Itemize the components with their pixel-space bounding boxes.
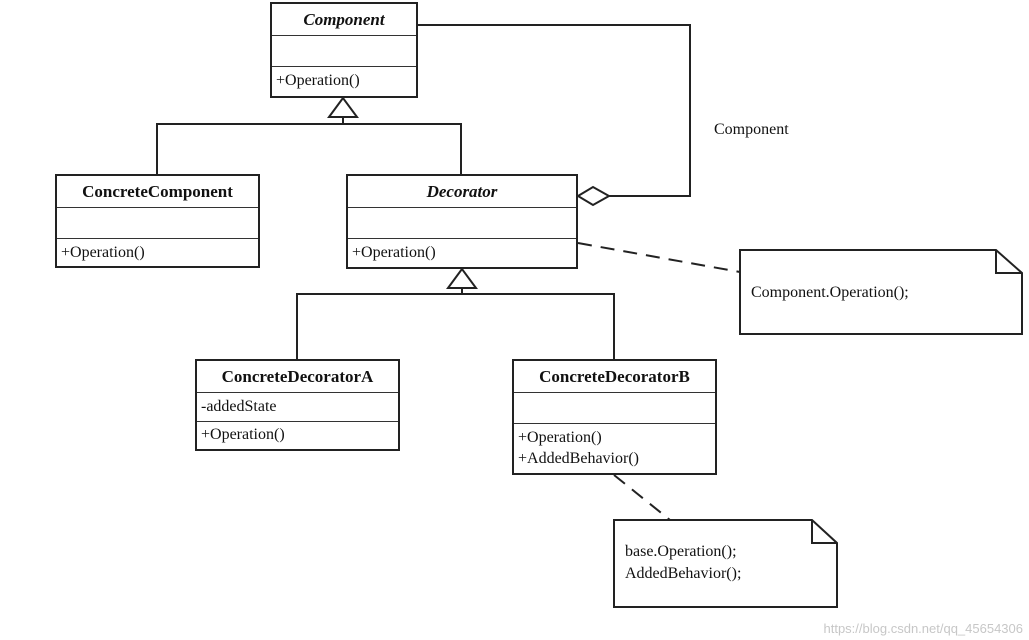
inheritance-line-decorator	[296, 293, 615, 359]
attributes-compartment	[272, 36, 416, 67]
inheritance-line-component	[156, 123, 462, 174]
class-concrete-decorator-a: ConcreteDecoratorA -addedState +Operatio…	[195, 359, 400, 451]
attribute: -addedState	[201, 398, 277, 415]
operations-compartment: +Operation() +AddedBehavior()	[514, 424, 715, 469]
class-component: Component +Operation()	[270, 2, 418, 98]
attributes-compartment	[514, 393, 715, 424]
class-name: Component	[272, 4, 416, 36]
operations-compartment: +Operation()	[57, 239, 258, 263]
operation: +Operation()	[276, 72, 360, 89]
note-anchor-decorator-b	[613, 474, 671, 521]
note-decorator	[739, 249, 1023, 335]
class-concrete-component: ConcreteComponent +Operation()	[55, 174, 260, 268]
operation: +Operation()	[201, 426, 285, 443]
class-decorator: Decorator +Operation()	[346, 174, 578, 269]
association-label: Component	[714, 121, 789, 138]
note-line: AddedBehavior();	[625, 565, 742, 582]
class-name: ConcreteComponent	[57, 176, 258, 208]
operations-compartment: +Operation()	[272, 67, 416, 91]
operations-compartment: +Operation()	[348, 239, 576, 263]
operation: +Operation()	[61, 244, 145, 261]
attributes-compartment	[57, 208, 258, 239]
inheritance-arrowhead-component	[327, 96, 359, 118]
note-decorator-text: Component.Operation();	[751, 282, 909, 304]
aggregation-diamond	[576, 185, 612, 207]
class-name: ConcreteDecoratorB	[514, 361, 715, 393]
attributes-compartment	[348, 208, 576, 239]
note-anchor-decorator	[577, 242, 741, 273]
inheritance-arrowhead-decorator	[446, 267, 478, 289]
aggregation-line	[418, 24, 691, 197]
operation: +AddedBehavior()	[518, 450, 639, 467]
class-name: ConcreteDecoratorA	[197, 361, 398, 393]
class-concrete-decorator-b: ConcreteDecoratorB +Operation() +AddedBe…	[512, 359, 717, 475]
class-name: Decorator	[348, 176, 576, 208]
operations-compartment: +Operation()	[197, 422, 398, 445]
attributes-compartment: -addedState	[197, 393, 398, 422]
operation: +Operation()	[352, 244, 436, 261]
note-line: Component.Operation();	[751, 284, 909, 301]
operation: +Operation()	[518, 429, 602, 446]
note-decorator-b	[613, 519, 838, 608]
watermark: https://blog.csdn.net/qq_45654306	[823, 621, 1024, 636]
note-decorator-b-text: base.Operation(); AddedBehavior();	[625, 541, 741, 585]
note-line: base.Operation();	[625, 543, 737, 560]
